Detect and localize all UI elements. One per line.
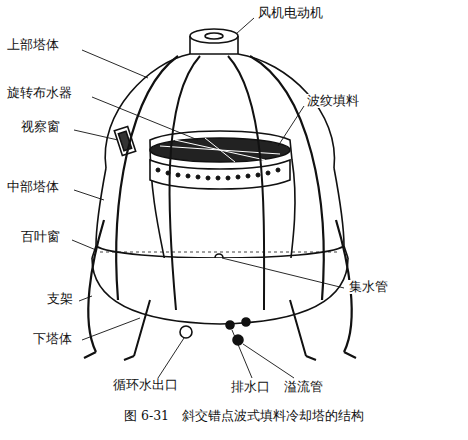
part-label: 集水管 [348,280,389,294]
part-label: 上部塔体 [6,38,60,52]
part-label: 风机电动机 [257,6,324,20]
part-label: 视察窗 [20,120,61,134]
part-label: 溢流管 [283,380,324,394]
figure-caption: 图 6-31 斜交错点波式填料冷却塔的结构 [124,408,364,425]
part-label: 下塔体 [32,332,73,346]
part-label: 旋转布水器 [6,86,73,100]
part-label: 中部塔体 [6,180,60,194]
part-label: 波纹填料 [306,94,360,108]
part-label: 排水口 [230,380,271,394]
part-label: 支架 [46,292,74,306]
part-label: 循环水出口 [112,378,179,392]
part-label: 百叶窗 [20,230,61,244]
